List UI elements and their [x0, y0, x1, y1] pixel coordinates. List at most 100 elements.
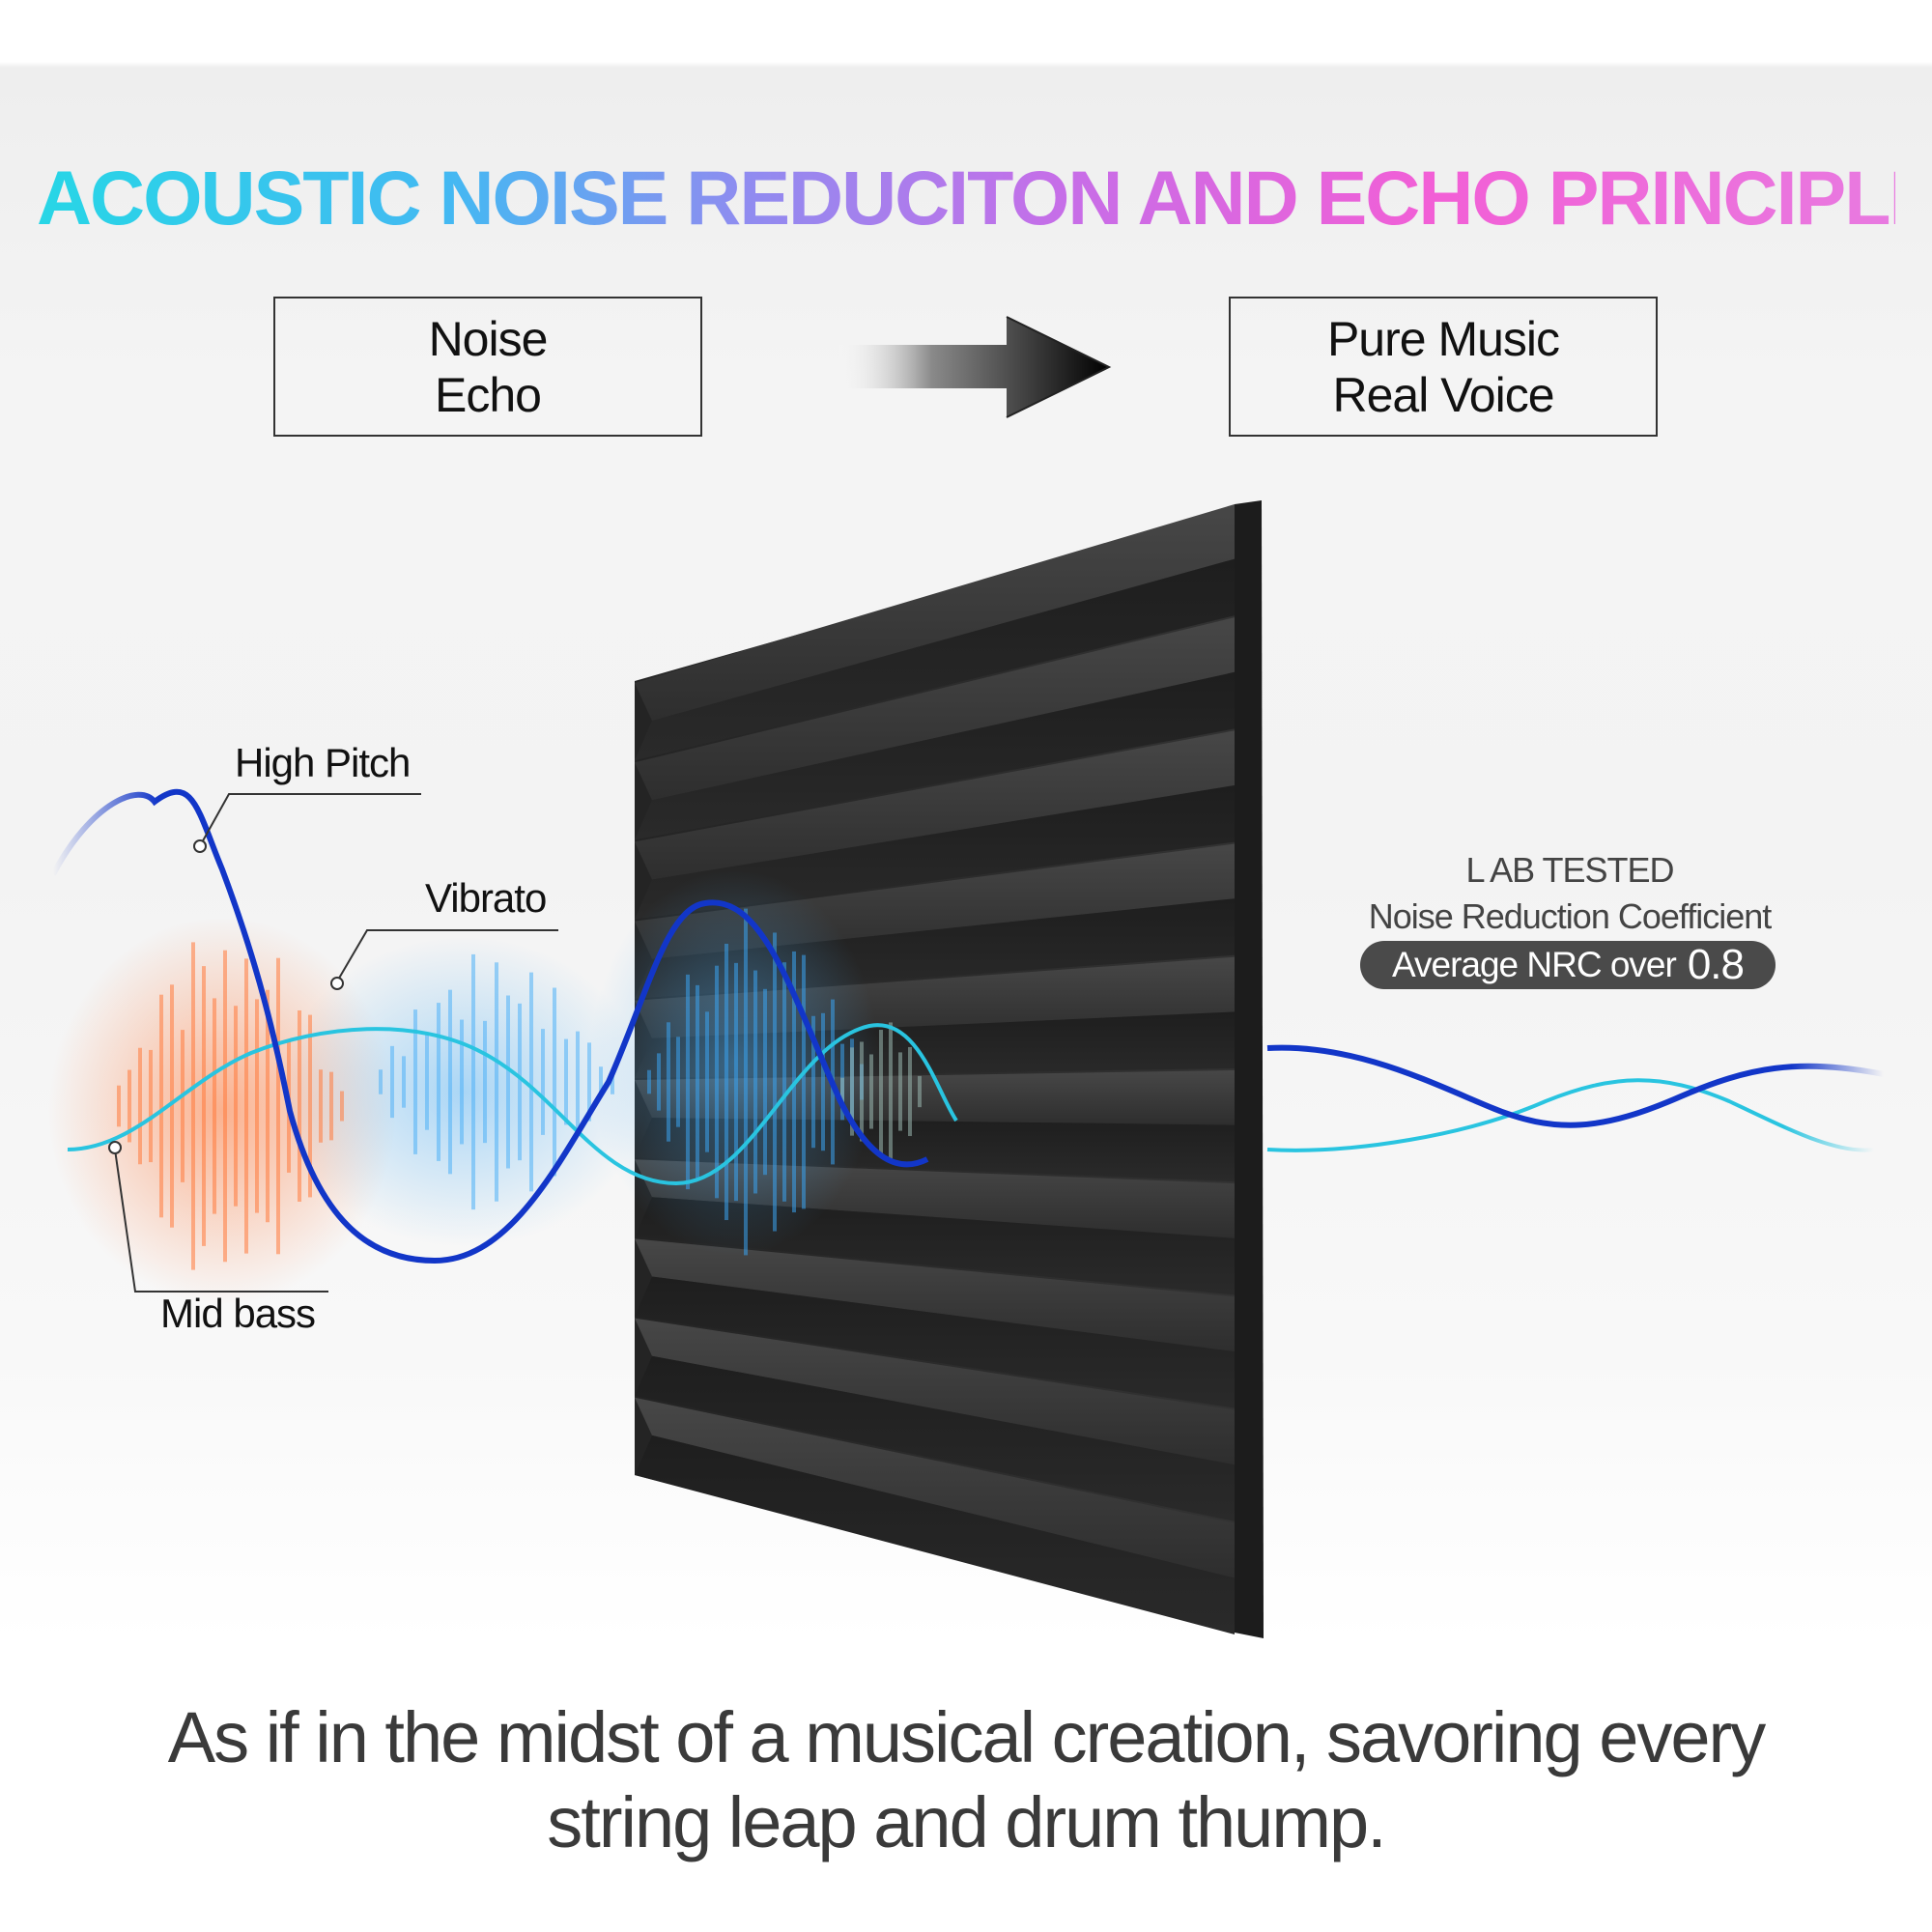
noise-bar: [553, 987, 556, 1177]
noise-bar: [676, 1037, 680, 1127]
noise-bar: [879, 1030, 883, 1153]
noise-bar: [811, 1015, 815, 1149]
noise-bar: [840, 1077, 844, 1106]
noise-bar: [705, 1011, 709, 1152]
before-line-2: Echo: [435, 367, 542, 422]
nrc-badge-value: 0.8: [1687, 941, 1745, 988]
noise-bar: [255, 999, 259, 1213]
noise-bar: [117, 1085, 121, 1127]
noise-bar: [181, 1030, 185, 1182]
noise-bar: [541, 1029, 545, 1135]
noise-bar: [724, 943, 728, 1221]
foam-ridge: [635, 1318, 1235, 1465]
noise-bar: [860, 1041, 864, 1142]
foam-ridge: [635, 617, 1235, 801]
noise-bar: [506, 995, 510, 1169]
noise-bar: [244, 958, 248, 1254]
arrow-right-icon: [836, 316, 1112, 418]
noise-bar: [773, 932, 777, 1232]
nrc-label: Noise Reduction Coefficient: [1368, 896, 1773, 936]
after-box: Pure Music Real Voice: [1229, 297, 1658, 437]
page-title: ACOUSTIC NOISE REDUCITON AND ECHO PRINCI…: [37, 145, 1932, 251]
noise-bar: [667, 1022, 670, 1142]
noise-bar: [564, 1038, 568, 1125]
after-line-1: Pure Music: [1326, 311, 1560, 366]
foam-ridge-shadow: [635, 1435, 1235, 1634]
foam-ridge: [635, 730, 1235, 880]
noise-bar: [734, 962, 738, 1202]
noise-bar: [529, 972, 533, 1192]
foam-ridge-shadow: [635, 671, 1235, 840]
noise-bar: [128, 1069, 131, 1143]
noise-bar: [611, 1069, 614, 1094]
noise-bar: [390, 1045, 394, 1119]
before-box: Noise Echo: [273, 297, 702, 437]
noise-bar: [213, 998, 216, 1214]
noise-bar: [298, 1009, 301, 1203]
foam-ridge-shadow: [635, 1276, 1235, 1408]
foam-ridge: [635, 1238, 1235, 1351]
noise-bar: [908, 1046, 912, 1137]
foam-ridge-shadow: [635, 558, 1235, 761]
noise-bar: [413, 1009, 417, 1154]
noise-bar: [471, 953, 475, 1210]
noise-bar: [686, 974, 690, 1190]
noise-bar: [850, 1047, 854, 1136]
noise-bar: [802, 954, 806, 1209]
noise-bar: [234, 1006, 238, 1207]
noise-bar: [869, 1054, 873, 1129]
noise-bar: [460, 1019, 464, 1145]
noise-bar: [918, 1075, 922, 1108]
tagline: As if in the midst of a musical creation…: [97, 1695, 1835, 1865]
mid-bass-wave: [67, 1023, 958, 1186]
noise-bar: [518, 1003, 522, 1161]
noise-bar: [276, 957, 280, 1255]
foam-ridge: [635, 1397, 1235, 1578]
noise-bar: [495, 962, 498, 1202]
noise-bar: [402, 1056, 406, 1108]
noise-bar: [898, 1052, 902, 1131]
tagline-line-2: string leap and drum thump.: [547, 1782, 1386, 1862]
noise-bar: [587, 1042, 591, 1122]
noise-bar: [715, 965, 719, 1199]
noise-bar: [379, 1069, 383, 1094]
noise-bar: [753, 970, 757, 1194]
noise-bar: [340, 1091, 344, 1122]
noise-bar: [744, 908, 748, 1256]
noise-bar: [782, 962, 786, 1202]
high-pitch-wave: [50, 788, 929, 1264]
noise-bar: [483, 1020, 487, 1144]
noise-bar: [266, 989, 270, 1223]
foam-ridge-shadow: [635, 1355, 1235, 1521]
noise-bar: [191, 942, 195, 1270]
noise-bar: [159, 994, 163, 1218]
noise-bar: [425, 1034, 429, 1130]
noise-bar: [821, 1012, 825, 1151]
noise-bar: [599, 1066, 603, 1097]
before-line-1: Noise: [428, 311, 549, 366]
output-blue-wave: [1266, 1044, 1885, 1128]
sound-wave: [50, 788, 1885, 1264]
noise-bar: [448, 989, 452, 1175]
noise-bar: [696, 984, 699, 1179]
high-pitch-label: High Pitch: [235, 740, 411, 785]
noise-bar: [763, 988, 767, 1176]
mid-bass-label: Mid bass: [160, 1291, 316, 1336]
noise-bar: [138, 1047, 142, 1165]
noise-bar: [576, 1031, 580, 1133]
foam-ridge: [635, 504, 1235, 722]
noise-bar: [329, 1071, 333, 1141]
noise-bar: [170, 984, 174, 1228]
output-cyan-wave: [1266, 1078, 1875, 1152]
noise-bar: [889, 1022, 893, 1161]
label-callouts: [108, 793, 558, 1293]
noise-bar: [149, 1049, 153, 1163]
nrc-badge: Average NRC over 0.8: [1360, 941, 1776, 989]
vibrato-label: Vibrato: [425, 875, 547, 921]
noise-bar: [308, 1014, 312, 1198]
noise-bar: [202, 966, 206, 1246]
noise-bar: [437, 1003, 440, 1161]
noise-bar: [657, 1053, 661, 1111]
